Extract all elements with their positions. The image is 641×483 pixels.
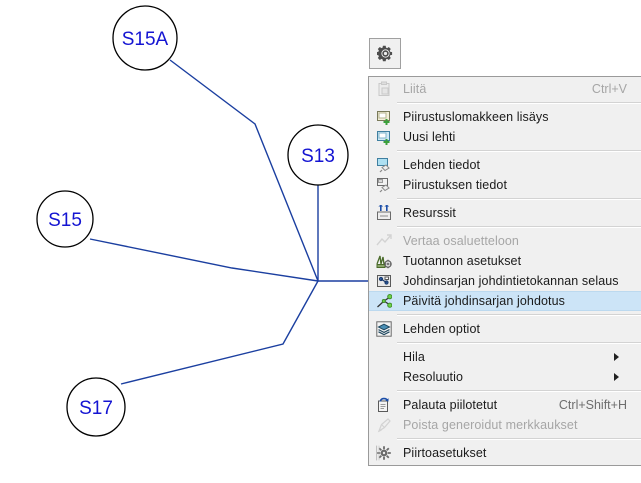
menu-separator (396, 390, 641, 392)
restore-hidden-icon (378, 397, 389, 412)
menu-item-label: Päivitä johdinsarjan johdotus (403, 294, 566, 308)
menu-item-vertaa-osaluetteloon: Vertaa osaluetteloon (369, 231, 641, 251)
menu-item-label: Liitä (403, 82, 427, 96)
menu-item-label: Poista generoidut merkkaukset (403, 418, 578, 432)
menu-item-label: Johdinsarjan johdintietokannan selaus (403, 274, 619, 288)
drawing-properties-icon (371, 176, 397, 194)
menu-item-uusi-lehti[interactable]: Uusi lehti (369, 127, 641, 147)
menu-item-liit: Liitä Ctrl+V (369, 79, 641, 99)
menu-item-label: Uusi lehti (403, 130, 456, 144)
menu-separator (396, 150, 641, 152)
menu-item-p-ivit-johdinsarjan-johdotus[interactable]: Päivitä johdinsarjan johdotus (369, 291, 641, 311)
wire-database-browse-icon (371, 272, 397, 290)
menu-item-piirtoasetukset[interactable]: Piirtoasetukset (369, 443, 641, 463)
menu-item-label: Hila (403, 350, 425, 364)
resources-icon (377, 205, 391, 220)
paste-icon (371, 80, 397, 98)
paste-icon (378, 81, 390, 96)
menu-item-tuotannon-asetukset[interactable]: Tuotannon asetukset (369, 251, 641, 271)
menu-item-label: Palauta piilotetut (403, 398, 498, 412)
menu-item-shortcut: Ctrl+V (591, 82, 627, 96)
production-settings-icon (371, 252, 397, 270)
production-settings-icon (376, 255, 392, 269)
node-label: S15 (48, 210, 82, 231)
node-label: S17 (79, 398, 113, 419)
menu-item-poista-generoidut-merkkaukset: Poista generoidut merkkaukset (369, 415, 641, 435)
menu-item-label: Resoluutio (403, 370, 464, 384)
new-sheet-icon (371, 128, 397, 146)
compare-bom-icon (376, 234, 392, 246)
node-circle (36, 190, 94, 248)
menu-separator (396, 198, 641, 200)
menu-separator (396, 226, 641, 228)
menu-separator (396, 438, 641, 440)
resources-icon (371, 204, 397, 222)
sheet-options-icon (371, 320, 397, 338)
menu-separator (396, 342, 641, 344)
menu-item-label: Lehden optiot (403, 322, 481, 336)
chevron-right-icon (614, 353, 619, 361)
no-icon (371, 368, 397, 386)
menu-item-label: Piirustuslomakkeen lisäys (403, 110, 549, 124)
menu-separator (396, 102, 641, 104)
node-s13[interactable]: S13 (287, 124, 349, 186)
update-wiring-icon (371, 292, 397, 310)
drawing-settings-icon (371, 444, 397, 462)
sheet-options-icon (376, 321, 392, 337)
node-s15a[interactable]: S15A (112, 5, 178, 71)
menu-item-piirustuksen-tiedot[interactable]: Piirustuksen tiedot (369, 175, 641, 195)
node-circle (287, 124, 349, 186)
drawing-properties-icon (377, 178, 390, 193)
menu-item-hila[interactable]: Hila (369, 347, 641, 367)
node-circle (66, 377, 126, 437)
node-label: S15A (122, 29, 169, 50)
menu-item-label: Lehden tiedot (403, 158, 481, 172)
drawing-settings-icon (376, 445, 391, 461)
node-s17[interactable]: S17 (66, 377, 126, 437)
remove-generated-marks-icon (371, 416, 397, 434)
chevron-right-icon (614, 373, 619, 381)
compare-bom-icon (371, 232, 397, 250)
node-label: S13 (301, 146, 335, 167)
wire-s17 (120, 280, 319, 385)
wire-s15 (89, 238, 319, 282)
menu-item-palauta-piilotetut[interactable]: Palauta piilotetut Ctrl+Shift+H (369, 395, 641, 415)
menu-item-johdinsarjan-johdintietokannan-selaus[interactable]: Johdinsarjan johdintietokannan selaus (369, 271, 641, 291)
menu-item-label: Tuotannon asetukset (403, 254, 522, 268)
menu-item-lehden-tiedot[interactable]: Lehden tiedot (369, 155, 641, 175)
wire-s15a (169, 59, 319, 282)
menu-item-label: Resurssit (403, 206, 456, 220)
add-drawing-form-icon (371, 108, 397, 126)
menu-item-label: Piirtoasetukset (403, 446, 487, 460)
menu-item-lehden-optiot[interactable]: Lehden optiot (369, 319, 641, 339)
menu-item-shortcut: Ctrl+Shift+H (558, 398, 627, 412)
node-circle (112, 5, 178, 71)
update-wiring-icon (377, 294, 392, 308)
menu-item-label: Piirustuksen tiedot (403, 178, 508, 192)
sheet-properties-icon (377, 158, 390, 173)
menu-item-piirustuslomakkeen-lis-ys[interactable]: Piirustuslomakkeen lisäys (369, 107, 641, 127)
restore-hidden-icon (371, 396, 397, 414)
gear-icon (376, 45, 392, 62)
new-sheet-icon (377, 131, 390, 145)
menu-item-resoluutio[interactable]: Resoluutio (369, 367, 641, 387)
no-icon (371, 348, 397, 366)
remove-generated-marks-icon (377, 418, 391, 433)
sheet-properties-icon (371, 156, 397, 174)
menu-separator (396, 314, 641, 316)
wire-database-browse-icon (377, 275, 391, 287)
add-drawing-form-icon (377, 111, 390, 125)
gear-button[interactable] (369, 38, 401, 69)
node-s15[interactable]: S15 (36, 190, 94, 248)
menu-item-resurssit[interactable]: Resurssit (369, 203, 641, 223)
menu-item-label: Vertaa osaluetteloon (403, 234, 519, 248)
